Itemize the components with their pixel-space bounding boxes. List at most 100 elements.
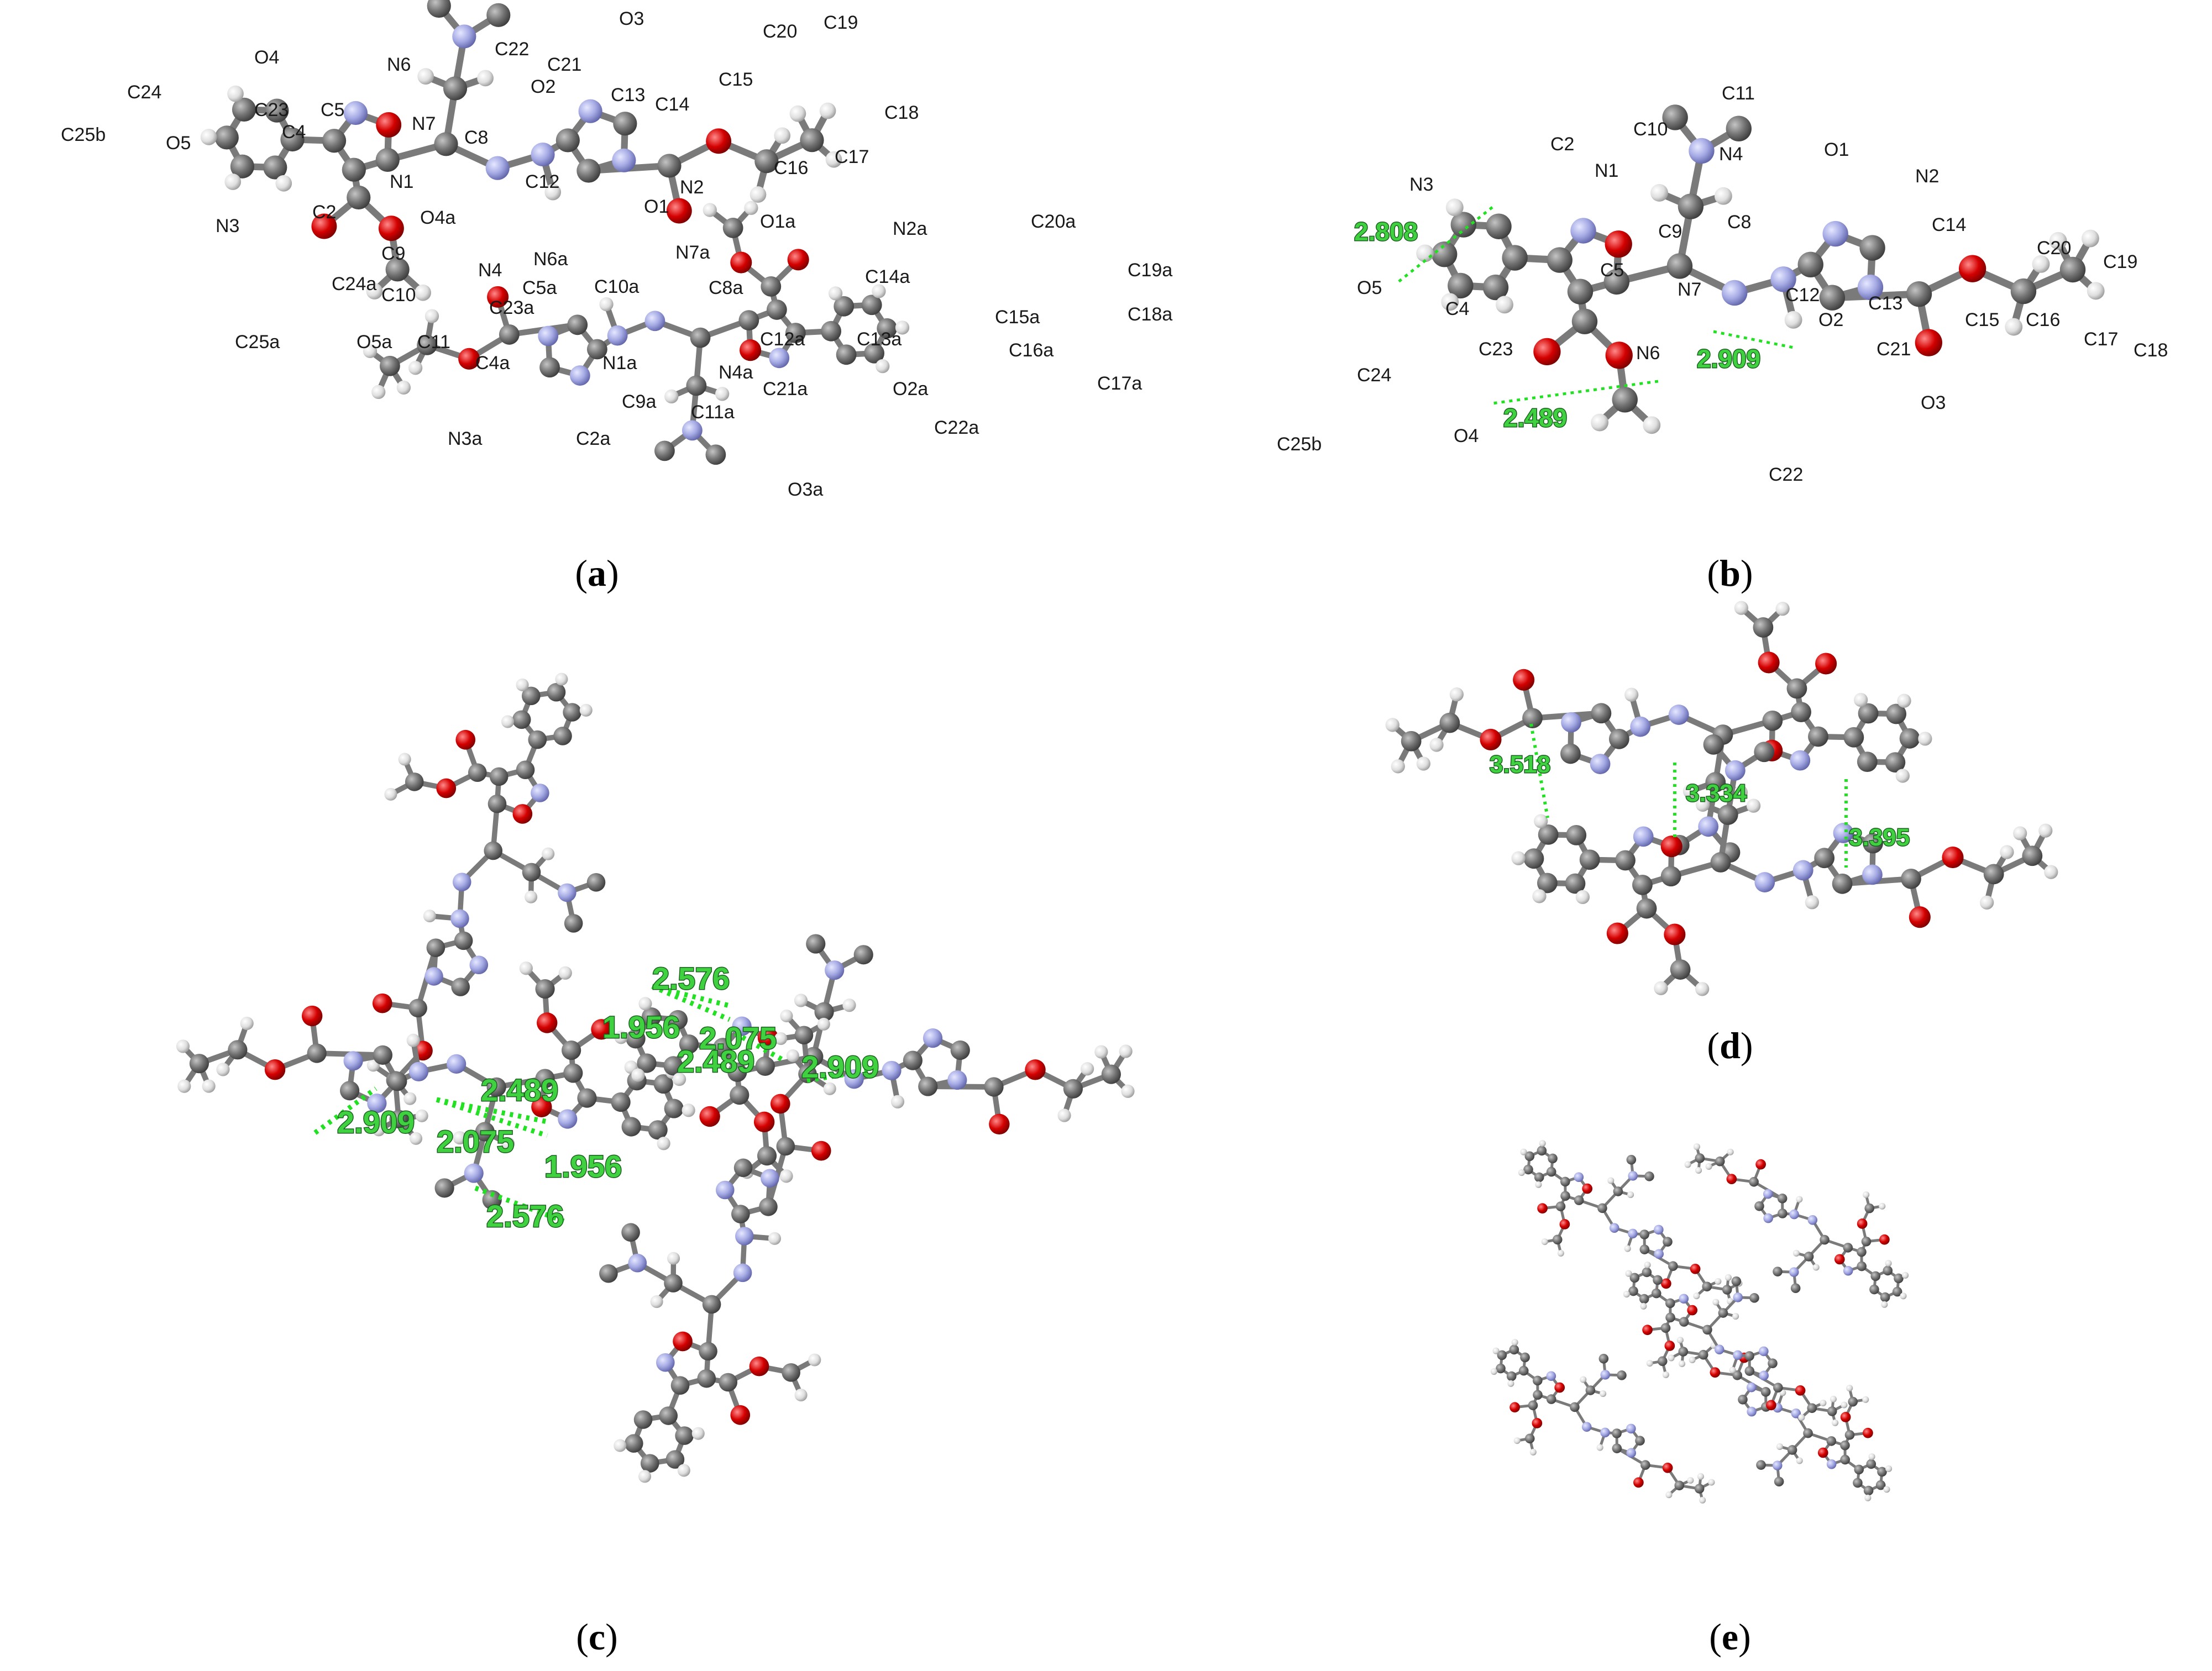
atom-label: N6 (1636, 343, 1660, 364)
carbon-atom (265, 98, 289, 123)
atom-label: C13 (611, 85, 645, 106)
carbon-atom (1858, 703, 1879, 724)
oxygen-atom (1958, 255, 1986, 282)
hydrogen-atom (638, 997, 652, 1011)
carbon-atom (1854, 1464, 1864, 1475)
carbon-atom (1571, 308, 1598, 334)
hydrogen-atom (774, 127, 791, 144)
carbon-atom (1502, 245, 1528, 271)
carbon-atom (759, 1197, 778, 1216)
oxygen-atom (753, 1111, 775, 1133)
hydrogen-atom (1879, 1202, 1886, 1210)
carbon-atom (722, 218, 743, 238)
hydrogen-atom (677, 1464, 690, 1477)
nitrogen-atom (538, 325, 559, 346)
carbon-atom (1762, 710, 1783, 731)
hydrogen-atom (779, 1169, 793, 1183)
carbon-atom (516, 760, 535, 779)
panel-e-caption: (e) (1709, 1616, 1751, 1658)
carbon-atom (1567, 278, 1594, 304)
hydrogen-atom (673, 1073, 686, 1086)
oxygen-atom (1815, 653, 1837, 675)
distance-label: 2.576 (652, 961, 730, 996)
hydrogen-atom (1520, 1148, 1527, 1155)
carbon-atom (1698, 1349, 1708, 1360)
hydrogen-atom (1900, 1292, 1907, 1300)
atom-label: C23 (254, 99, 289, 120)
oxygen-atom (989, 1113, 1010, 1135)
carbon-atom (1773, 1267, 1783, 1276)
atom-label: C14 (1932, 214, 1966, 235)
carbon-atom (1892, 1286, 1902, 1297)
carbon-atom (1665, 1298, 1675, 1309)
nitrogen-atom (1747, 1406, 1757, 1417)
panel-c-contacts: 2.576 1.956 2.075 2.489 2.909 2.489 2.90… (313, 960, 880, 1234)
hydrogen-atom (1864, 1494, 1872, 1501)
carbon-atom (1894, 1273, 1904, 1284)
carbon-atom (1702, 1325, 1712, 1335)
carbon-atom (1496, 1363, 1506, 1374)
carbon-atom (1537, 1145, 1547, 1156)
hydrogen-atom (1596, 1444, 1603, 1451)
carbon-atom (2059, 256, 2086, 283)
hydrogen-atom (1119, 1044, 1133, 1058)
hydrogen-atom (216, 1063, 230, 1076)
carbon-atom (1722, 1285, 1732, 1295)
carbon-atom (1819, 285, 1846, 311)
carbon-atom (1663, 1237, 1673, 1247)
hydrogen-atom (1121, 1084, 1135, 1098)
carbon-atom (1668, 1261, 1678, 1271)
hydrogen-atom (1715, 1278, 1722, 1285)
hydrogen-atom (453, 1131, 466, 1145)
atom-label: C10 (381, 285, 416, 306)
carbon-atom (1840, 1440, 1850, 1451)
hydrogen-atom (1695, 797, 1710, 812)
carbon-atom (1863, 833, 1883, 854)
nitrogen-atom (1630, 716, 1651, 737)
hydrogen-atom (224, 174, 242, 190)
carbon-atom (1840, 1454, 1850, 1465)
nitrogen-atom (1626, 1423, 1636, 1434)
hydrogen-atom (409, 1132, 423, 1145)
nitrogen-atom (628, 1253, 647, 1273)
oxygen-atom (376, 112, 402, 138)
hydrogen-atom (1863, 1191, 1870, 1199)
hydrogen-atom (501, 715, 515, 728)
carbon-atom (1537, 873, 1558, 894)
panel-b-molecule (1416, 104, 2105, 434)
carbon-atom (307, 1043, 327, 1063)
distance-label: 2.576 (486, 1199, 564, 1233)
hydrogen-atom (1640, 1302, 1647, 1310)
nitrogen-atom (558, 1109, 578, 1129)
hydrogen-atom (544, 183, 562, 201)
carbon-atom (280, 127, 305, 152)
hydrogen-atom (657, 1137, 670, 1150)
carbon-atom (1431, 241, 1458, 267)
atom-label: C2a (576, 428, 610, 449)
carbon-atom (2010, 278, 2037, 304)
panel-c-molecule (176, 672, 1135, 1483)
hydrogen-atom (501, 1137, 515, 1150)
carbon-atom (1853, 1478, 1863, 1488)
carbon-atom (1702, 1281, 1712, 1292)
nitrogen-atom (1857, 274, 1884, 301)
oxygen-atom (487, 286, 509, 308)
oxygen-atom (1857, 1218, 1868, 1229)
oxygen-atom (1554, 1382, 1565, 1393)
panel-a: O4 N6 C22 C21 O3 C20 C19 C24 C23 C5 N7 O… (61, 0, 1172, 594)
nitrogen-atom (531, 142, 555, 167)
atom-label: N6 (387, 54, 411, 75)
carbon-atom (1632, 874, 1653, 895)
nitrogen-atom (1754, 872, 1775, 892)
carbon-atom (1660, 1323, 1671, 1333)
carbon-atom (659, 1406, 678, 1425)
nitrogen-atom (450, 909, 469, 928)
distance-label: 2.075 (699, 1021, 777, 1055)
hydrogen-atom (768, 1232, 782, 1245)
atom-label: O1 (1824, 139, 1849, 160)
atom-label: C13 (1868, 293, 1902, 314)
carbon-atom (699, 1342, 717, 1361)
carbon-atom (1827, 1406, 1837, 1416)
hydrogen-atom (1654, 981, 1668, 995)
